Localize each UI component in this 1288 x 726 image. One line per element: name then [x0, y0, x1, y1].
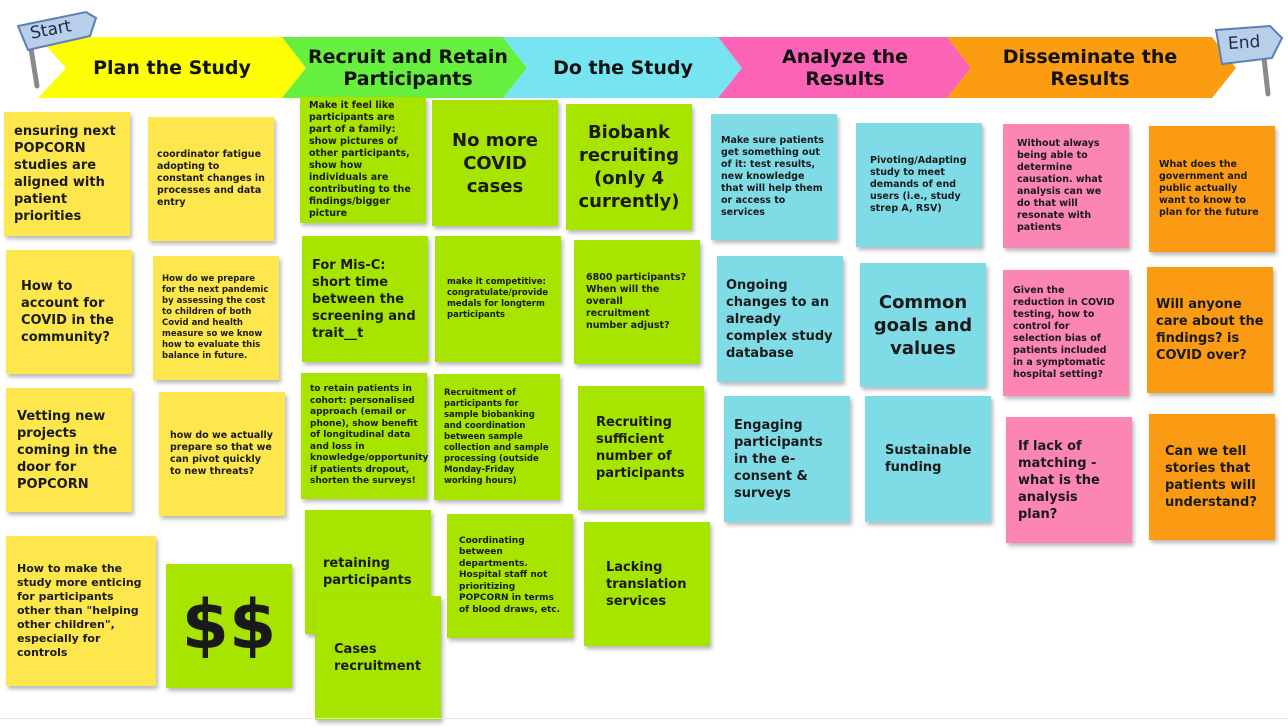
sticky-note: Can we tell stories that patients will u…: [1149, 414, 1275, 540]
phase-do-label: Do the Study: [553, 56, 693, 79]
sticky-note: Cases recruitment: [315, 596, 441, 720]
sticky-note: make it competitive: congratulate/provid…: [435, 236, 561, 362]
sticky-note: coordinator fatigue adopting to constant…: [148, 117, 274, 241]
phase-arrow-do: [503, 37, 742, 98]
sticky-note: Make sure patients get something out of …: [711, 114, 837, 240]
end-flag-icon: [1214, 24, 1284, 97]
sticky-note: Vetting new projects coming in the door …: [6, 388, 132, 512]
sticky-note: If lack of matching - what is the analys…: [1006, 417, 1132, 543]
sticky-note: Without always being able to determine c…: [1003, 124, 1129, 248]
phase-plan-label: Plan the Study: [93, 56, 251, 79]
sticky-note: Common goals and values: [860, 263, 986, 387]
sticky-note: Given the reduction in COVID testing, ho…: [1003, 270, 1129, 396]
sticky-note: to retain patients in cohort: personalis…: [301, 373, 428, 499]
sticky-note: 6800 participants? When will the overall…: [574, 240, 700, 364]
sticky-note: Lacking translation services: [584, 522, 710, 646]
sticky-note: ensuring next POPCORN studies are aligne…: [4, 112, 130, 236]
sticky-note: Sustainable funding: [865, 396, 991, 522]
sticky-note: How to make the study more enticing for …: [6, 536, 156, 686]
phase-arrow-recruit: [282, 37, 527, 98]
phase-recruit-label: Recruit and Retain Participants: [308, 45, 508, 90]
phase-disseminate-label: Disseminate the Results: [1002, 45, 1178, 90]
sticky-note: Recruiting sufficient number of particip…: [578, 386, 704, 510]
sticky-note: How do we prepare for the next pandemic …: [153, 256, 279, 380]
phase-arrows: [16, 10, 1284, 98]
sticky-note: Ongoing changes to an already complex st…: [717, 256, 843, 382]
sticky-note: Engaging participants in the e-consent &…: [724, 396, 850, 522]
phase-arrow-disseminate: [947, 37, 1236, 98]
phase-arrow-plan: [38, 37, 306, 98]
sticky-note: For Mis-C: short time between the screen…: [302, 236, 428, 362]
start-flag-icon: [16, 10, 98, 89]
sticky-note: Coordinating between departments. Hospit…: [447, 514, 573, 638]
sticky-note: Recruitment of participants for sample b…: [434, 374, 560, 500]
sticky-note: Biobank recruiting (only 4 currently): [566, 104, 692, 230]
end-flag-label: End: [1227, 31, 1261, 55]
sticky-note: Make it feel like participants are part …: [300, 97, 426, 223]
sticky-note: $$: [166, 564, 292, 688]
sticky-note: No more COVID cases: [432, 100, 558, 226]
sticky-note: What does the government and public actu…: [1149, 126, 1275, 252]
phase-arrow-analyze: [718, 37, 971, 98]
sticky-note: How to account for COVID in the communit…: [6, 250, 132, 374]
phase-analyze-label: Analyze the Results: [781, 45, 908, 90]
sticky-note: how do we actually prepare so that we ca…: [159, 392, 285, 516]
sticky-note: Will anyone care about the findings? is …: [1147, 267, 1273, 393]
sticky-note: Pivoting/Adapting study to meet demands …: [856, 123, 982, 247]
board-bottom-divider: [0, 718, 1288, 719]
